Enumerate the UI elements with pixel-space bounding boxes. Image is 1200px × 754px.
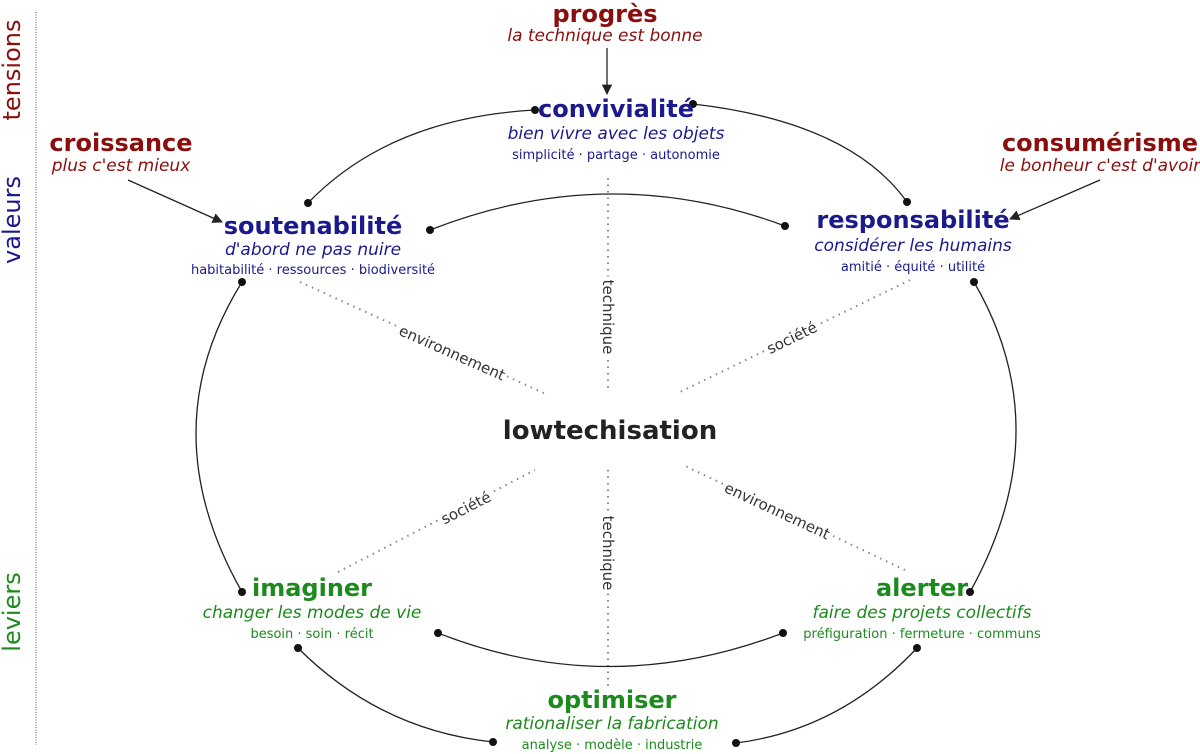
- endpoint-dot: [304, 199, 312, 207]
- lever-subtitle: rationaliser la fabrication: [505, 714, 719, 734]
- endpoint-dot: [238, 278, 246, 286]
- lever-subtitle: faire des projets collectifs: [812, 603, 1032, 623]
- lever-title: imaginer: [251, 574, 373, 602]
- lever-title: optimiser: [547, 686, 677, 714]
- axis-label-technique-top: technique: [599, 276, 617, 358]
- side-label-tensions: tensions: [0, 19, 26, 121]
- endpoint-dot: [732, 739, 740, 747]
- lever-title: alerter: [875, 574, 969, 602]
- lever-subtitle: changer les modes de vie: [202, 603, 422, 623]
- axis-line-lower-left: [337, 469, 536, 573]
- axis-label-technique-bottom: technique: [599, 512, 617, 594]
- endpoint-dot: [489, 738, 497, 746]
- lever-keywords: préfiguration · fermeture · communs: [803, 627, 1041, 642]
- endpoint-dot: [426, 226, 434, 234]
- tension-subtitle: plus c'est mieux: [51, 156, 191, 176]
- side-label-levers: leviers: [0, 572, 26, 652]
- endpoint-dot: [531, 106, 539, 114]
- tension-title: consumérisme: [1001, 129, 1199, 157]
- tension-subtitle: la technique est bonne: [507, 26, 703, 46]
- value-keywords: amitié · équité · utilité: [840, 260, 986, 275]
- arc-imaginer-optimiser: [297, 647, 494, 743]
- value-keywords: habitabilité · ressources · biodiversité: [190, 263, 436, 278]
- tension-title: progrès: [552, 0, 658, 28]
- endpoint-dot: [970, 278, 978, 286]
- value-keywords: simplicité · partage · autonomie: [512, 148, 720, 163]
- tension-subtitle: le bonheur c'est d'avoir: [999, 156, 1200, 176]
- endpoint-dot: [903, 198, 911, 206]
- endpoint-dot: [781, 222, 789, 230]
- endpoint-dots: [238, 100, 978, 747]
- arrow-croissance-to-soutenabilite: [127, 179, 223, 223]
- endpoint-dot: [294, 644, 302, 652]
- arc-soutenabilite-responsabilite: [429, 193, 786, 231]
- endpoint-dot: [238, 588, 246, 596]
- value-title: responsabilité: [816, 206, 1010, 234]
- tension-title: croissance: [49, 129, 193, 157]
- endpoint-dot: [779, 629, 787, 637]
- value-title: soutenabilité: [223, 212, 403, 240]
- arc-soutenabilite-imaginer: [195, 281, 243, 593]
- arc-imaginer-alerter: [437, 632, 784, 668]
- lever-keywords: besoin · soin · récit: [250, 627, 374, 642]
- value-subtitle: considérer les humains: [814, 236, 1012, 256]
- center-label: lowtechisation: [502, 416, 718, 446]
- arc-convivialite-responsabilite: [692, 103, 908, 203]
- value-title: convivialité: [538, 95, 694, 123]
- value-subtitle: bien vivre avec les objets: [507, 124, 725, 144]
- value-subtitle: d'abord ne pas nuire: [224, 240, 402, 260]
- lever-keywords: analyse · modèle · industrie: [521, 738, 703, 753]
- endpoint-dot: [913, 644, 921, 652]
- arc-responsabilite-alerter: [969, 281, 1017, 593]
- arrow-consumerisme-to-responsabilite: [1009, 179, 1101, 221]
- side-label-values: valeurs: [0, 176, 26, 264]
- endpoint-dot: [966, 588, 974, 596]
- arc-convivialite-soutenabilite: [307, 109, 536, 204]
- arc-alerter-optimiser: [735, 647, 918, 744]
- endpoint-dot: [434, 629, 442, 637]
- endpoint-dot: [689, 100, 697, 108]
